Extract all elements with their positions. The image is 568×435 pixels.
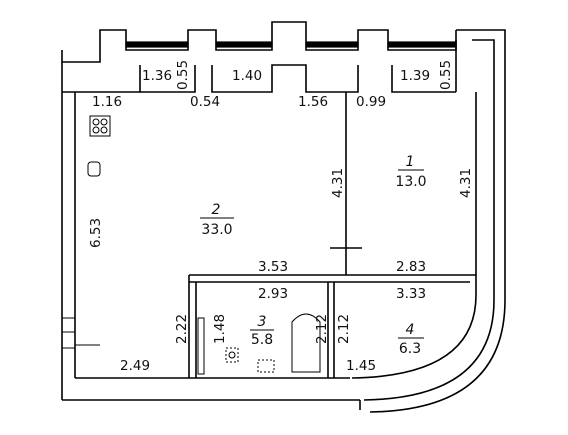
stove-icon <box>89 115 111 137</box>
room-area: 5.8 <box>251 332 273 348</box>
interior-walls <box>188 92 476 378</box>
dim-label: 1.48 <box>212 314 228 344</box>
dim-label: 1.45 <box>346 358 376 374</box>
room-4-label: 4 6.3 <box>398 322 424 357</box>
dim-label: 1.39 <box>400 68 430 84</box>
dim-label: 3.33 <box>396 286 426 302</box>
dim-label: 2.49 <box>120 358 150 374</box>
washbasin-icon <box>257 359 275 373</box>
room-number: 2 <box>212 202 221 218</box>
radiator-icon <box>197 317 205 375</box>
toilet-icon <box>225 347 239 363</box>
room-3-label: 3 5.8 <box>250 314 274 348</box>
dim-label: 1.56 <box>298 94 328 110</box>
room-number: 1 <box>406 154 415 170</box>
dim-label: 0.55 <box>438 60 454 90</box>
sink-icon <box>87 161 101 177</box>
bathtub-icon <box>291 313 321 373</box>
dim-label: 0.55 <box>175 60 191 90</box>
dim-label: 1.36 <box>142 68 172 84</box>
vertical-dimension-labels: 0.55 0.55 6.53 4.31 4.31 2.22 1.48 2.12 … <box>88 60 474 344</box>
dim-label: 2.22 <box>174 314 190 344</box>
left-wall-details <box>61 317 100 349</box>
dim-label: 2.83 <box>396 259 426 275</box>
dim-label: 2.12 <box>336 314 352 344</box>
windows <box>125 41 457 48</box>
top-wall <box>61 21 457 93</box>
room-area: 6.3 <box>399 341 421 357</box>
dim-label: 2.93 <box>258 286 288 302</box>
room-area: 13.0 <box>395 174 426 190</box>
dim-label: 1.16 <box>92 94 122 110</box>
room-2-label: 2 33.0 <box>200 202 234 238</box>
outer-walls <box>61 92 361 410</box>
dim-label: 3.53 <box>258 259 288 275</box>
room-1-label: 1 13.0 <box>395 154 426 190</box>
room-number: 4 <box>406 322 415 338</box>
dim-label: 2.12 <box>314 314 330 344</box>
room-area: 33.0 <box>201 222 232 238</box>
dim-label: 0.99 <box>356 94 386 110</box>
room-number: 3 <box>258 314 267 330</box>
dimension-labels: 1.36 1.40 1.39 1.16 0.54 1.56 0.99 3.53 … <box>92 68 430 374</box>
dim-label: 1.40 <box>232 68 262 84</box>
dim-label: 6.53 <box>88 218 104 248</box>
dim-label: 0.54 <box>190 94 220 110</box>
curved-wall <box>351 29 506 413</box>
dim-label: 4.31 <box>458 168 474 198</box>
dim-label: 4.31 <box>330 168 346 198</box>
